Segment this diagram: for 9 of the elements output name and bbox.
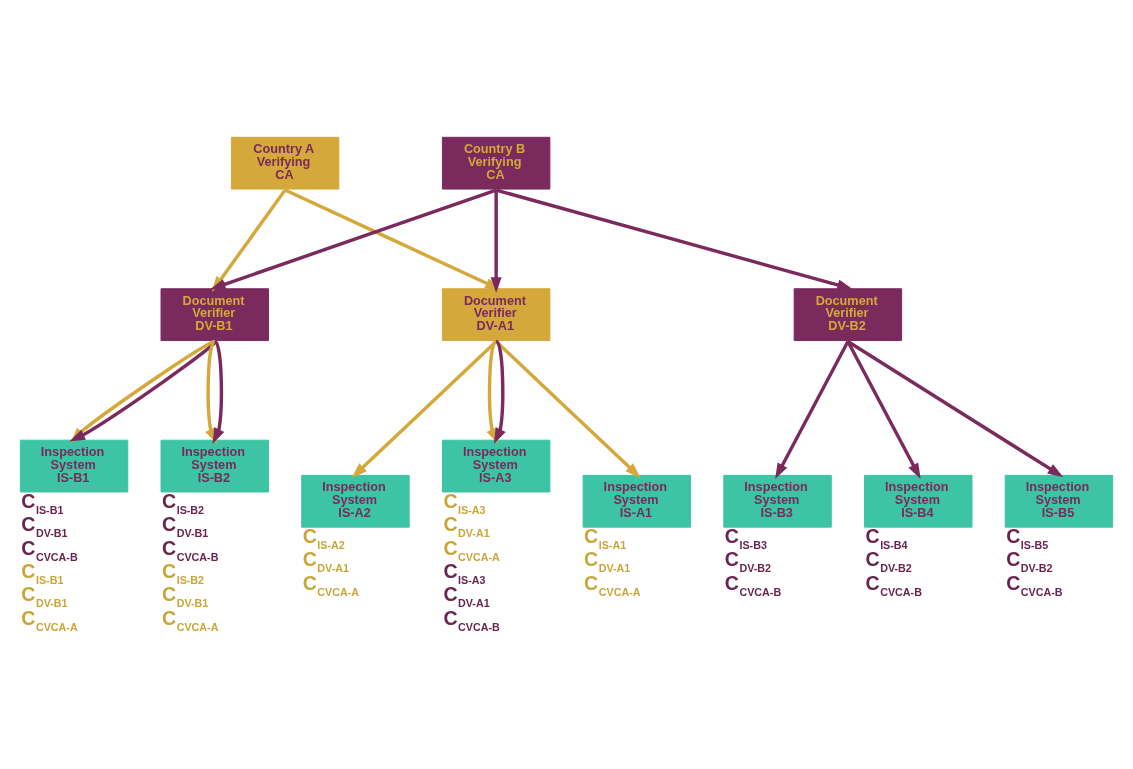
- arrow: [775, 340, 850, 479]
- arrow: [212, 340, 225, 444]
- arrow: [495, 188, 853, 291]
- arrow: [494, 340, 641, 478]
- arrow: [846, 340, 921, 479]
- arrow: [846, 340, 1064, 478]
- arrow: [284, 188, 501, 290]
- arrow: [493, 340, 506, 444]
- arrow: [490, 190, 502, 293]
